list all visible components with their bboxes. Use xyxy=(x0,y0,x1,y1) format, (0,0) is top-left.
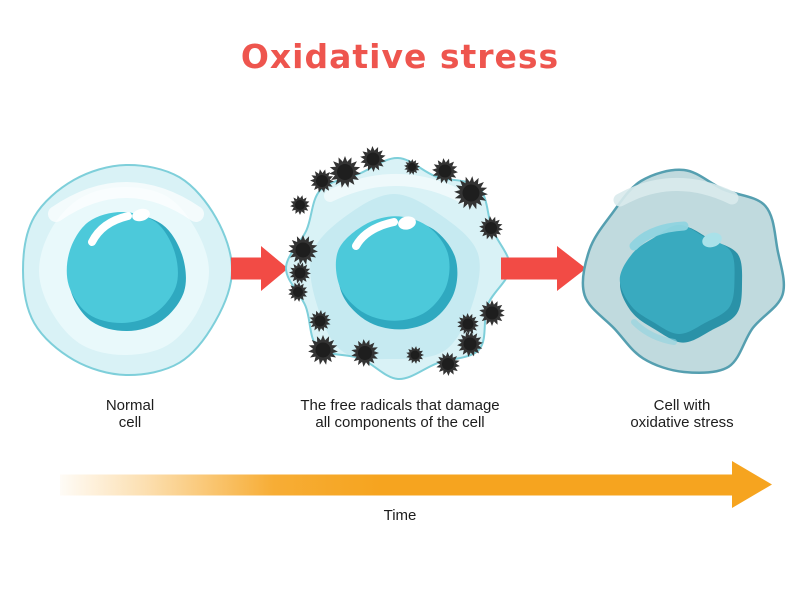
free-radical-icon xyxy=(289,262,311,284)
free-radical-icon xyxy=(436,352,460,376)
membrane-highlight xyxy=(613,178,739,207)
time-arrow-shape xyxy=(60,461,772,508)
stressed-cell xyxy=(581,168,786,375)
diagram-title: Oxidative stress xyxy=(240,37,560,76)
radical-core xyxy=(358,346,372,360)
radical-core xyxy=(314,315,326,327)
nucleus-highlight xyxy=(352,218,398,250)
caption-free-radicals: The free radicals that damage all compon… xyxy=(300,397,500,431)
nucleus-highlight xyxy=(88,212,132,246)
free-radical-icon xyxy=(309,310,331,332)
arrow-right-icon xyxy=(231,246,288,291)
radical-core xyxy=(485,222,497,234)
radical-core xyxy=(337,164,353,180)
radical-core xyxy=(462,318,474,330)
free-radical-icon xyxy=(432,158,458,184)
radical-core xyxy=(294,267,306,279)
nucleus xyxy=(66,212,178,324)
radical-core xyxy=(463,337,477,351)
radical-core xyxy=(442,358,454,370)
free-radical-icon xyxy=(351,339,379,367)
nucleus xyxy=(335,216,450,321)
free-radical-icon xyxy=(290,195,310,215)
nucleus xyxy=(619,224,735,335)
nucleus-highlight-dot xyxy=(702,232,722,248)
free-radical-icon xyxy=(457,313,479,335)
nucleus-highlight-dot xyxy=(398,216,416,230)
free-radical-icon xyxy=(360,146,386,172)
free-radical-icon xyxy=(406,346,424,364)
free-radical-icon xyxy=(288,235,318,265)
nucleus-highlight xyxy=(629,221,689,251)
free-radical-icon xyxy=(404,159,420,175)
radical-core xyxy=(316,175,328,187)
normal-cell xyxy=(21,163,234,377)
membrane-highlight xyxy=(48,182,204,222)
free-radical-icon xyxy=(479,216,503,240)
time-arrow xyxy=(60,461,772,508)
radical-core xyxy=(366,152,380,166)
radical-core xyxy=(462,184,480,202)
radical-core xyxy=(295,242,311,258)
free-radical-icon xyxy=(310,169,334,193)
radical-core xyxy=(293,287,303,297)
damaged-cell xyxy=(284,156,512,381)
radical-core xyxy=(295,200,305,210)
nucleus-sheen xyxy=(631,319,677,345)
radical-core xyxy=(408,163,416,171)
arrow-right-icon xyxy=(501,246,586,291)
free-radical-icon xyxy=(479,300,505,326)
radical-core xyxy=(485,306,499,320)
radical-core xyxy=(315,342,331,358)
free-radical-icon xyxy=(329,156,361,188)
nucleus-highlight-dot xyxy=(132,208,150,222)
free-radical-icon xyxy=(288,282,308,302)
time-label: Time xyxy=(383,507,417,524)
caption-normal-cell: Normal cell xyxy=(105,397,155,431)
radical-core xyxy=(438,164,452,178)
caption-stressed-cell: Cell with oxidative stress xyxy=(630,397,734,431)
membrane-highlight xyxy=(324,173,474,206)
free-radical-icon xyxy=(454,176,488,210)
radical-core xyxy=(410,350,420,360)
free-radicals-group xyxy=(288,146,505,376)
free-radical-icon xyxy=(457,331,483,357)
free-radical-icon xyxy=(308,335,338,365)
